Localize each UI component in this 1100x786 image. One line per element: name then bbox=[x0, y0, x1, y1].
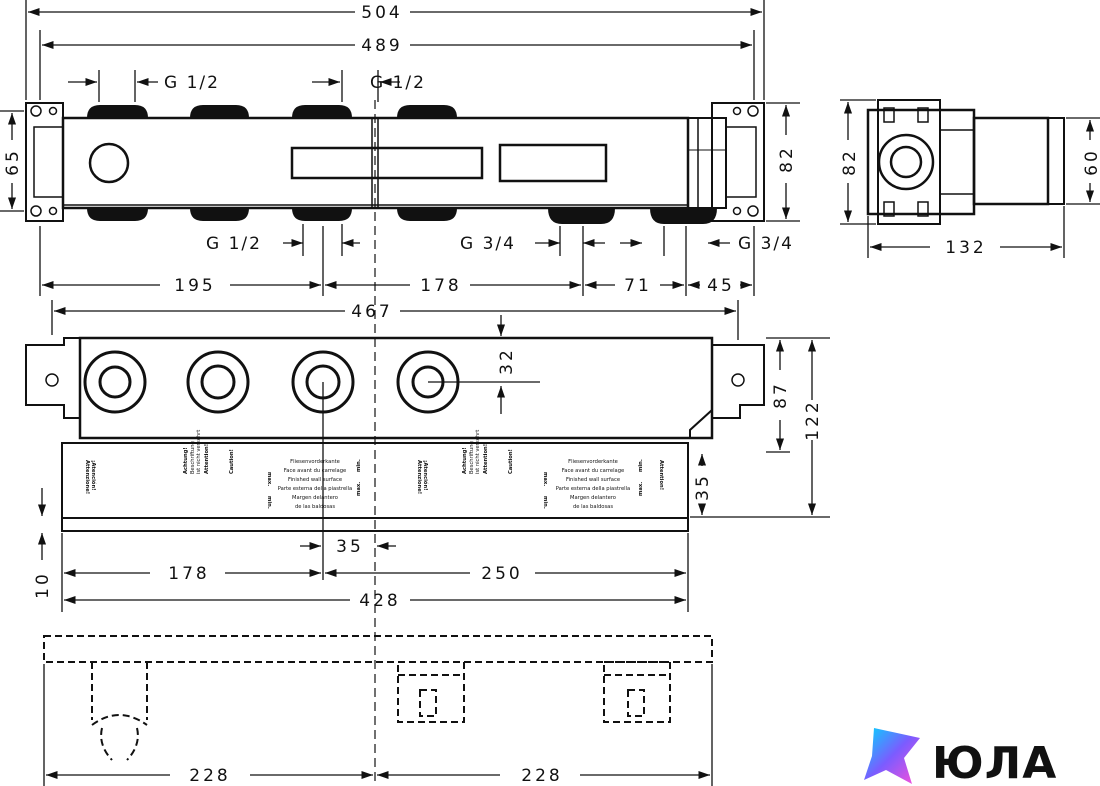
bottom-dimension-text: 228 228 bbox=[189, 766, 562, 786]
dim-45: 45 bbox=[707, 276, 735, 296]
svg-text:Achtung!: Achtung! bbox=[462, 447, 468, 474]
svg-text:Beschriftung: Beschriftung bbox=[469, 441, 475, 474]
svg-text:de las baldosas: de las baldosas bbox=[573, 504, 613, 510]
top-outlets bbox=[87, 105, 717, 224]
brand-name: ЮЛА bbox=[932, 738, 1057, 786]
side-dimension-lines bbox=[840, 99, 1100, 258]
thread-bottom-mid: G 3/4 bbox=[460, 234, 516, 254]
svg-text:Attention!: Attention! bbox=[483, 444, 489, 474]
svg-text:Caution!: Caution! bbox=[229, 449, 235, 474]
dim-35-right: 35 bbox=[693, 473, 713, 501]
svg-text:Attention!: Attention! bbox=[658, 460, 664, 490]
front-dimension-text: 467 32 87 122 35 10 35 178 250 428 bbox=[33, 302, 823, 611]
dim-489: 489 bbox=[361, 36, 402, 56]
dim-82-side: 82 bbox=[840, 148, 860, 176]
dim-228-left: 228 bbox=[189, 766, 230, 786]
warning-label-left: max. min. max. min. Fliesenvorderkante F… bbox=[84, 430, 429, 510]
dim-195: 195 bbox=[174, 276, 215, 296]
svg-text:max.: max. bbox=[638, 482, 644, 496]
bottom-dimension-lines bbox=[43, 664, 713, 786]
svg-text:Fliesenvorderkante: Fliesenvorderkante bbox=[568, 459, 618, 465]
dim-228-right: 228 bbox=[521, 766, 562, 786]
warning-label-right: max. min. max. min. Fliesenvorderkante F… bbox=[462, 430, 664, 510]
svg-text:Finished wall surface: Finished wall surface bbox=[566, 477, 620, 483]
top-dimension-text: 504 489 G 1/2 G 1/2 65 82 G 1/2 G 3/4 G … bbox=[3, 3, 797, 296]
svg-text:min.: min. bbox=[356, 459, 362, 472]
dim-467: 467 bbox=[351, 302, 392, 322]
dim-32: 32 bbox=[497, 347, 517, 375]
dim-60: 60 bbox=[1082, 148, 1100, 176]
dim-428: 428 bbox=[359, 591, 400, 611]
bottom-view bbox=[43, 635, 713, 761]
svg-text:min.: min. bbox=[542, 496, 548, 509]
top-dimension-lines bbox=[0, 0, 800, 296]
svg-text:Finished wall surface: Finished wall surface bbox=[288, 477, 342, 483]
svg-text:Parte esterna della piastrella: Parte esterna della piastrella bbox=[278, 486, 352, 492]
dim-82-right: 82 bbox=[777, 145, 797, 173]
thread-top-right: G 1/2 bbox=[370, 73, 426, 93]
dim-132: 132 bbox=[945, 238, 986, 258]
dim-65: 65 bbox=[3, 148, 23, 176]
dim-71: 71 bbox=[624, 276, 652, 296]
svg-text:max.: max. bbox=[266, 472, 272, 486]
svg-text:Face avant du carrelage: Face avant du carrelage bbox=[284, 468, 346, 474]
dim-178-top: 178 bbox=[420, 276, 461, 296]
side-dimension-text: 82 60 132 bbox=[840, 148, 1100, 258]
svg-text:ist nicht verkehrt: ist nicht verkehrt bbox=[475, 430, 481, 474]
dim-122: 122 bbox=[803, 399, 823, 440]
brand-logo-icon bbox=[864, 728, 920, 784]
svg-text:Caution!: Caution! bbox=[508, 449, 514, 474]
svg-text:Attention!: Attention! bbox=[204, 444, 210, 474]
slot-left bbox=[290, 146, 484, 180]
svg-text:min.: min. bbox=[638, 459, 644, 472]
side-view bbox=[866, 99, 1065, 225]
dim-10: 10 bbox=[33, 571, 53, 599]
dim-35-bottom: 35 bbox=[336, 537, 364, 557]
svg-text:ist nicht verkehrt: ist nicht verkehrt bbox=[196, 430, 202, 474]
thread-bottom-left: G 1/2 bbox=[206, 234, 262, 254]
svg-text:Beschriftung: Beschriftung bbox=[190, 441, 196, 474]
svg-text:Margen delantero: Margen delantero bbox=[292, 495, 338, 501]
brand-logo: ЮЛА bbox=[864, 728, 1057, 786]
svg-text:Face avant du carrelage: Face avant du carrelage bbox=[562, 468, 624, 474]
front-view bbox=[25, 336, 765, 532]
svg-text:Margen delantero: Margen delantero bbox=[570, 495, 616, 501]
thread-top-left: G 1/2 bbox=[164, 73, 220, 93]
svg-text:Fliesenvorderkante: Fliesenvorderkante bbox=[290, 459, 340, 465]
svg-text:Attenzione!: Attenzione! bbox=[84, 460, 90, 494]
thread-bottom-right: G 3/4 bbox=[738, 234, 794, 254]
dim-178-front: 178 bbox=[168, 564, 209, 584]
dim-87: 87 bbox=[771, 381, 791, 409]
svg-text:Attenzione!: Attenzione! bbox=[416, 460, 422, 494]
dim-250: 250 bbox=[481, 564, 522, 584]
dim-504: 504 bbox=[361, 3, 402, 23]
slot-right bbox=[498, 143, 608, 183]
svg-text:de las baldosas: de las baldosas bbox=[295, 504, 335, 510]
round-knob bbox=[88, 142, 130, 184]
svg-text:¡Atención!: ¡Atención! bbox=[422, 460, 429, 491]
front-dimension-lines bbox=[37, 300, 830, 612]
svg-text:¡Atención!: ¡Atención! bbox=[90, 460, 97, 491]
svg-text:max.: max. bbox=[542, 472, 548, 486]
svg-text:max.: max. bbox=[356, 482, 362, 496]
svg-text:Achtung!: Achtung! bbox=[183, 447, 189, 474]
svg-text:min.: min. bbox=[266, 496, 272, 509]
svg-text:Parte esterna della piastrella: Parte esterna della piastrella bbox=[556, 486, 630, 492]
